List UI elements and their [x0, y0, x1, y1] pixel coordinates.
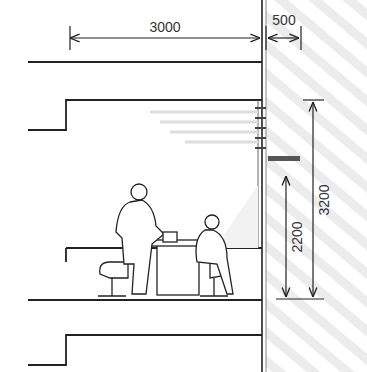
- dimension-lines: [70, 26, 324, 299]
- light-rays: [150, 112, 258, 142]
- light-shelf: [268, 156, 300, 161]
- floor-slabs: [28, 62, 262, 365]
- daylight-hatch: [266, 0, 367, 372]
- dimension-text: 3000: [149, 20, 180, 34]
- louvers: [255, 108, 266, 148]
- dimension-text: 500: [272, 13, 295, 27]
- dimension-text: 2200: [290, 221, 304, 252]
- dimension-text: 3200: [317, 184, 331, 215]
- office-figures: [98, 184, 233, 296]
